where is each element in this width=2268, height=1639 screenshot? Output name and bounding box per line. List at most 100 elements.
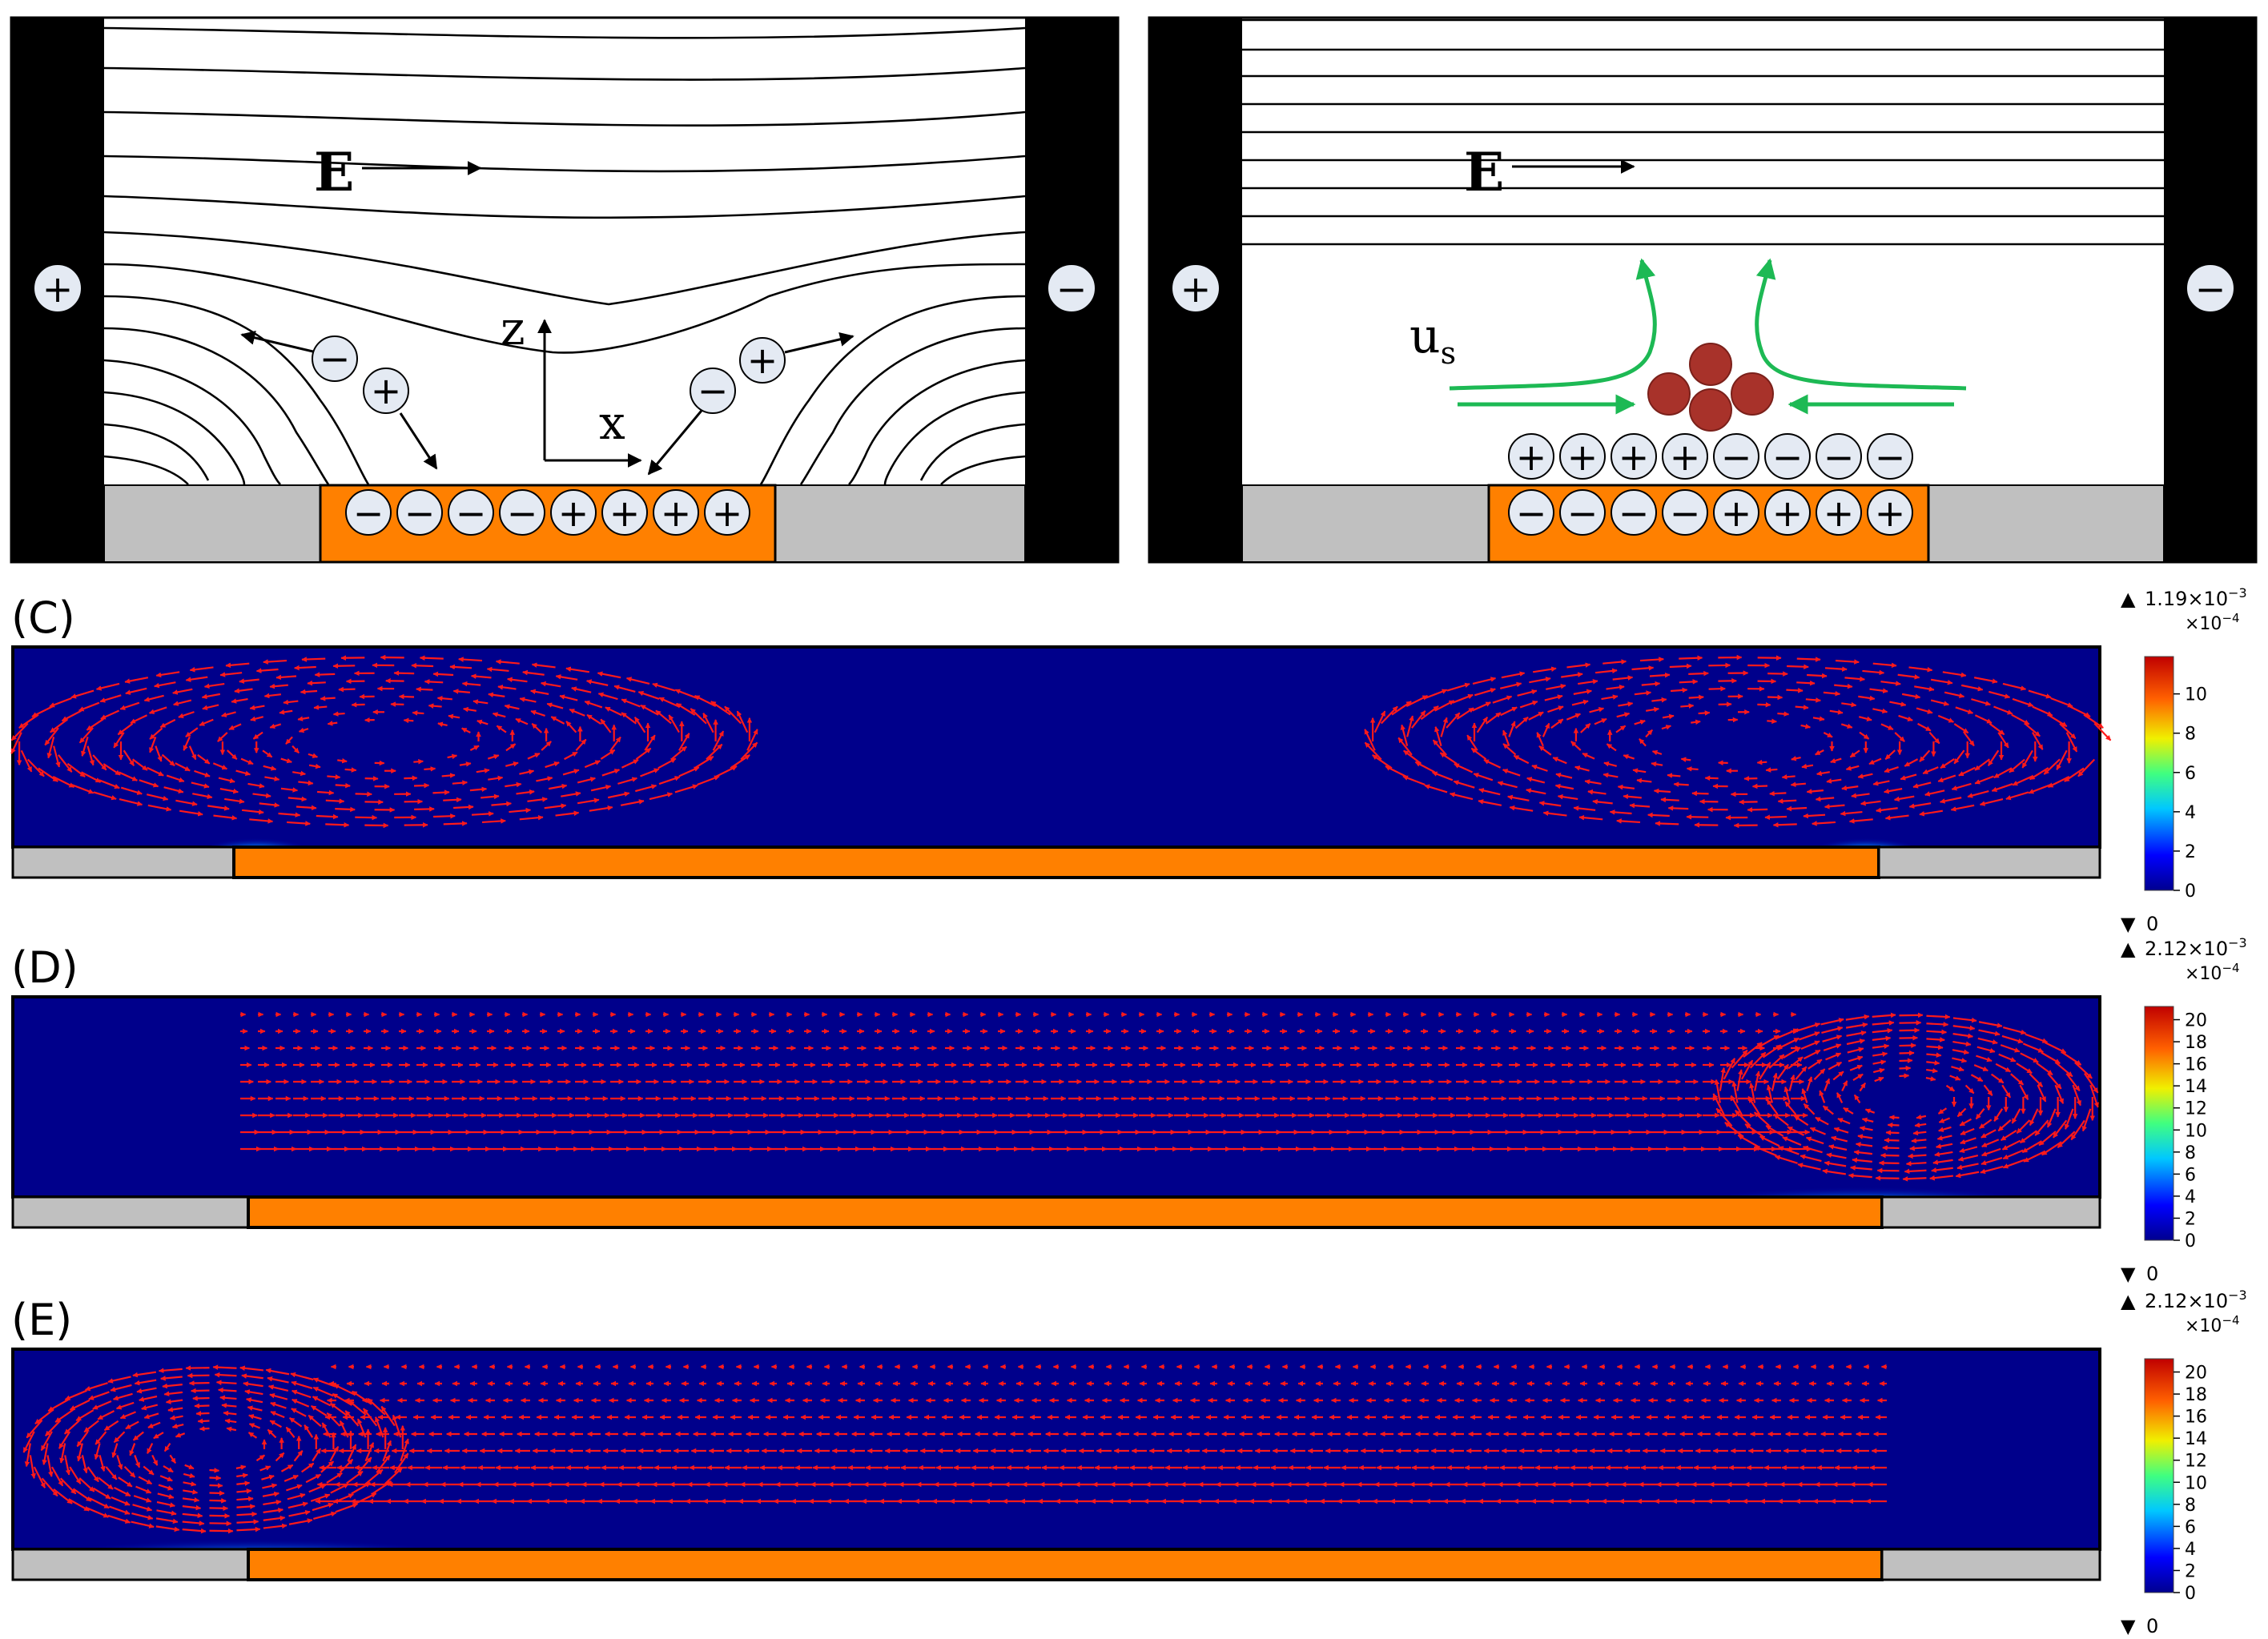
surface-charge-sign: − — [404, 492, 436, 535]
velocity-vector — [199, 718, 214, 726]
velocity-vector — [192, 793, 213, 800]
colorbar-multiplier: ×10−4 — [2185, 961, 2240, 984]
surface-charge — [1867, 489, 1913, 536]
velocity-vector — [507, 677, 528, 683]
velocity-vector — [255, 668, 279, 673]
velocity-vector — [202, 704, 219, 711]
velocity-vector — [569, 709, 585, 717]
velocity-vector — [297, 716, 310, 721]
velocity-vector — [252, 793, 271, 798]
velocity-vector — [702, 713, 714, 733]
velocity-vector — [58, 754, 73, 773]
colorbar-min-marker: ▼ — [2121, 913, 2136, 935]
velocity-vector — [1790, 781, 1806, 788]
velocity-vector — [249, 818, 274, 824]
velocity-vector — [280, 757, 292, 764]
velocity-vector — [649, 792, 674, 801]
velocity-vector — [584, 700, 603, 709]
colorbar-multiplier: ×10−4 — [2185, 611, 2240, 634]
velocity-vector — [544, 803, 567, 809]
velocity-vector — [285, 736, 293, 745]
colorbar-tick-label: 0 — [2185, 882, 2196, 902]
ion-arrow — [240, 330, 317, 354]
colorbar-min-label: 0 — [2146, 913, 2158, 935]
velocity-vector — [424, 679, 444, 685]
velocity-vector — [527, 753, 541, 760]
ion-negative-sign: − — [698, 369, 729, 412]
velocity-vector — [1916, 707, 1933, 714]
velocity-vector — [621, 698, 641, 708]
colorbar-multiplier-exp: −4 — [2222, 611, 2239, 625]
panel-e-label: (E) — [11, 1295, 72, 1345]
colorbar-tick-label: 10 — [2185, 1121, 2207, 1141]
velocity-vector — [1550, 718, 1564, 729]
velocity-vector — [263, 693, 282, 699]
velocity-vector — [313, 705, 328, 710]
velocity-vector — [1508, 721, 1516, 737]
velocity-vector — [441, 773, 456, 778]
velocity-vector — [555, 674, 578, 681]
velocity-vector — [589, 805, 613, 812]
velocity-vector — [469, 786, 488, 793]
velocity-vector — [621, 758, 639, 769]
velocity-vector — [172, 688, 193, 695]
velocity-vector — [236, 1526, 261, 1533]
velocity-vector — [585, 679, 609, 686]
surface-charge-sign: − — [1670, 492, 1701, 535]
velocity-vector — [1816, 770, 1830, 777]
velocity-vector — [31, 705, 54, 718]
velocity-vector — [1807, 673, 1828, 679]
velocity-vector — [590, 784, 612, 792]
velocity-vector — [1623, 793, 1642, 800]
slip-velocity-label: us — [1409, 308, 1456, 371]
panel-b: + − −−−−++++ ++++−−−− (B) E us — [1148, 16, 2258, 564]
velocity-vector — [320, 696, 336, 701]
velocity-vector — [1606, 743, 1617, 752]
velocity-vector — [530, 709, 545, 717]
velocity-vector — [213, 814, 238, 821]
velocity-vector — [1502, 769, 1521, 777]
velocity-vector — [1483, 758, 1502, 769]
slip-velocity-sub: s — [1441, 335, 1457, 371]
velocity-vector — [278, 812, 301, 817]
counter-charge — [1764, 433, 1811, 480]
velocity-vector — [437, 721, 448, 727]
substrate-right — [1880, 1548, 2101, 1581]
velocity-vector — [1646, 706, 1659, 713]
velocity-vector — [674, 689, 698, 700]
velocity-vector — [1899, 1073, 1910, 1079]
velocity-vector — [637, 690, 660, 700]
velocity-vector — [1554, 783, 1574, 790]
colorbar-tick-label: 6 — [2185, 1165, 2196, 1185]
velocity-vector — [296, 805, 317, 811]
velocity-vector — [113, 732, 125, 749]
velocity-vector — [212, 1364, 237, 1370]
velocity-vector — [565, 721, 577, 733]
velocity-vector — [240, 757, 254, 765]
colorbar-tick-label: 18 — [2185, 1033, 2207, 1053]
velocity-vector — [1615, 725, 1627, 733]
velocity-vector — [1899, 1050, 1915, 1056]
velocity-vector — [564, 751, 578, 761]
velocity-vector — [209, 1475, 222, 1481]
gold-electrode — [232, 846, 1880, 879]
velocity-vector — [1912, 781, 1932, 789]
velocity-vector — [1660, 797, 1679, 803]
velocity-vector — [540, 681, 561, 688]
surface-charges: −−−−++++ — [345, 489, 750, 536]
velocity-vector — [635, 784, 657, 793]
velocity-vector — [178, 711, 195, 718]
particle — [1689, 343, 1732, 386]
velocity-vector — [617, 777, 637, 785]
velocity-vector — [53, 745, 61, 768]
velocity-vector — [1963, 732, 1975, 747]
velocity-vector — [1647, 812, 1670, 818]
velocity-vector — [298, 727, 309, 733]
velocity-vector — [219, 788, 239, 794]
velocity-vector — [1815, 749, 1824, 756]
surface-charge — [1816, 489, 1862, 536]
velocity-vector — [550, 716, 565, 725]
velocity-vector — [155, 671, 180, 678]
